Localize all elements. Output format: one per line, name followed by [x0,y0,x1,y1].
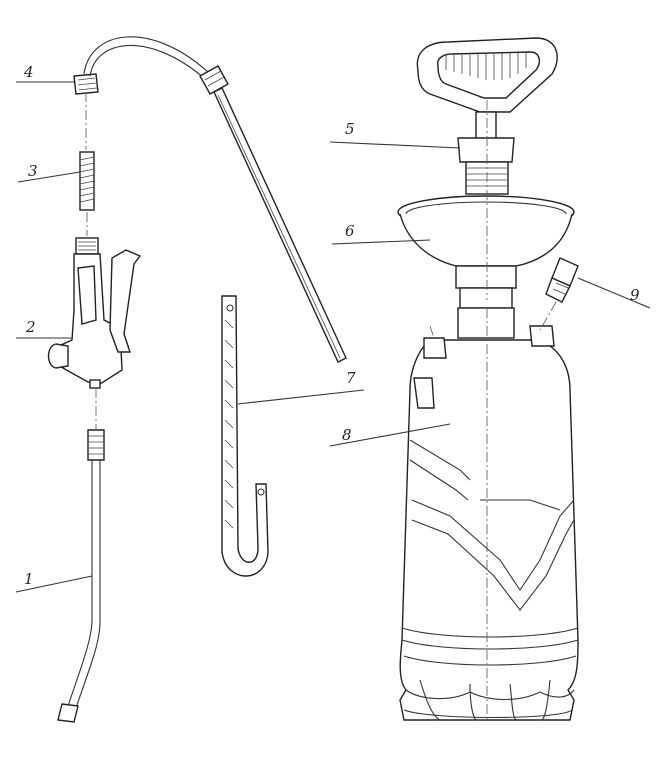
part-4-hose-nut [73,73,99,95]
part-2-trigger-handle [47,237,142,389]
callout-7: 7 [346,369,356,387]
part-5-pump-handle [416,37,558,195]
part-1-spray-lance [57,429,105,723]
callout-labels: 4 3 2 1 5 6 7 8 9 [23,63,640,588]
part-6-funnel [397,195,575,309]
part-3-threaded-connector [79,151,95,211]
callout-9: 9 [630,286,640,304]
part-7-lance-rod [213,87,347,363]
callout-8: 8 [342,426,352,444]
part-8-tank-body [399,307,579,721]
callout-5: 5 [345,120,355,138]
callout-2: 2 [25,318,36,336]
hose-tube [83,36,209,79]
callout-1: 1 [24,570,34,588]
part-7-hook-strap [221,295,269,577]
leader-lines [15,81,651,593]
assembly-axis-lines [85,92,557,720]
callout-6: 6 [345,222,355,240]
callout-4: 4 [23,63,34,81]
part-9-relief-valve [545,257,579,303]
hose-end-nut [199,65,229,95]
callout-3: 3 [28,162,38,180]
